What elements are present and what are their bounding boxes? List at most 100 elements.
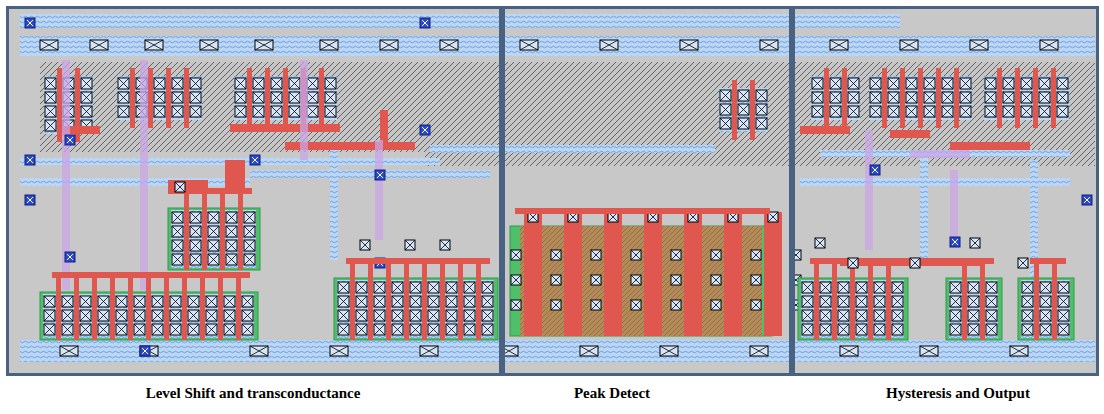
- contact-cross: [253, 78, 264, 89]
- contact: [172, 226, 183, 237]
- contact-cross: [98, 310, 109, 321]
- contact-cross: [511, 250, 521, 260]
- contact-cross: [892, 310, 903, 321]
- contact: [591, 250, 601, 260]
- contact-cross: [190, 106, 201, 117]
- contact: [802, 282, 813, 293]
- contact-cross: [190, 78, 201, 89]
- contact: [848, 106, 859, 117]
- contact: [985, 92, 996, 103]
- contact: [815, 238, 825, 248]
- contact-cross: [1040, 40, 1058, 50]
- contact: [671, 250, 681, 260]
- contact: [356, 324, 367, 335]
- contact-cross: [242, 310, 253, 321]
- contact: [870, 78, 881, 89]
- contact: [1039, 78, 1050, 89]
- contact: [812, 92, 823, 103]
- contact-cross: [906, 106, 917, 117]
- contact: [154, 106, 165, 117]
- contact: [520, 40, 538, 50]
- contact: [190, 212, 201, 223]
- metal-wire: [949, 280, 962, 338]
- contact-cross: [751, 250, 761, 260]
- contact-cross: [235, 92, 246, 103]
- contact-cross: [289, 92, 300, 103]
- contact-cross: [44, 310, 55, 321]
- contact: [172, 212, 183, 223]
- metal-wire: [43, 294, 56, 338]
- poly-gate: [1015, 68, 1020, 128]
- contact: [172, 106, 183, 117]
- contact-cross: [410, 296, 421, 307]
- metal-wire: [967, 280, 980, 338]
- contact-cross: [631, 275, 641, 285]
- metal-wire: [1021, 280, 1034, 338]
- contact-cross: [985, 106, 996, 117]
- contact-cross: [815, 238, 825, 248]
- contact-cross: [856, 324, 867, 335]
- contact-cross: [840, 346, 858, 356]
- contact: [90, 40, 108, 50]
- contact: [660, 346, 678, 356]
- contact: [200, 40, 218, 50]
- contact: [98, 324, 109, 335]
- contact: [760, 40, 778, 50]
- contact-cross: [206, 310, 217, 321]
- contact-cross: [98, 324, 109, 335]
- contact-cross: [812, 78, 823, 89]
- contact-cross: [374, 282, 385, 293]
- contact-cross: [856, 296, 867, 307]
- contact: [374, 296, 385, 307]
- contact: [374, 282, 385, 293]
- contact: [711, 300, 721, 310]
- contact-cross: [751, 275, 761, 285]
- metal-wire: [430, 145, 715, 153]
- contact: [244, 212, 255, 223]
- contact-cross: [551, 275, 561, 285]
- contact: [1057, 78, 1068, 89]
- contact-cross: [44, 296, 55, 307]
- contact-cross: [356, 324, 367, 335]
- contact: [244, 226, 255, 237]
- contact-cross: [1039, 106, 1050, 117]
- poly-gate: [1034, 260, 1039, 340]
- contact-cross: [410, 310, 421, 321]
- contact: [711, 275, 721, 285]
- contact: [942, 92, 953, 103]
- contact-cross: [172, 106, 183, 117]
- poly-gate: [1030, 258, 1066, 264]
- contact: [392, 310, 403, 321]
- contact: [482, 324, 493, 335]
- poly-gate: [74, 274, 79, 340]
- via-cross: [1084, 197, 1090, 203]
- via-cross: [377, 172, 383, 178]
- contact: [888, 106, 899, 117]
- contact: [874, 282, 885, 293]
- contact: [330, 346, 348, 356]
- poly-gate: [265, 68, 270, 128]
- contact-cross: [968, 324, 979, 335]
- contact: [410, 324, 421, 335]
- contact-cross: [410, 282, 421, 293]
- via: [950, 237, 960, 247]
- contact: [830, 92, 841, 103]
- contact-cross: [244, 240, 255, 251]
- contact-cross: [1021, 92, 1032, 103]
- contact: [172, 254, 183, 265]
- contact-cross: [960, 106, 971, 117]
- contact: [968, 324, 979, 335]
- metal-wire: [941, 76, 954, 120]
- metal-wire: [234, 76, 247, 120]
- poly-gate: [164, 274, 169, 340]
- contact: [255, 40, 273, 50]
- contact-cross: [206, 324, 217, 335]
- poly-gate: [918, 68, 923, 128]
- contact: [208, 254, 219, 265]
- contact-cross: [751, 300, 761, 310]
- poly-gate: [732, 80, 737, 140]
- contact-cross: [888, 106, 899, 117]
- contact: [1058, 296, 1069, 307]
- contact: [830, 40, 848, 50]
- contact: [751, 275, 761, 285]
